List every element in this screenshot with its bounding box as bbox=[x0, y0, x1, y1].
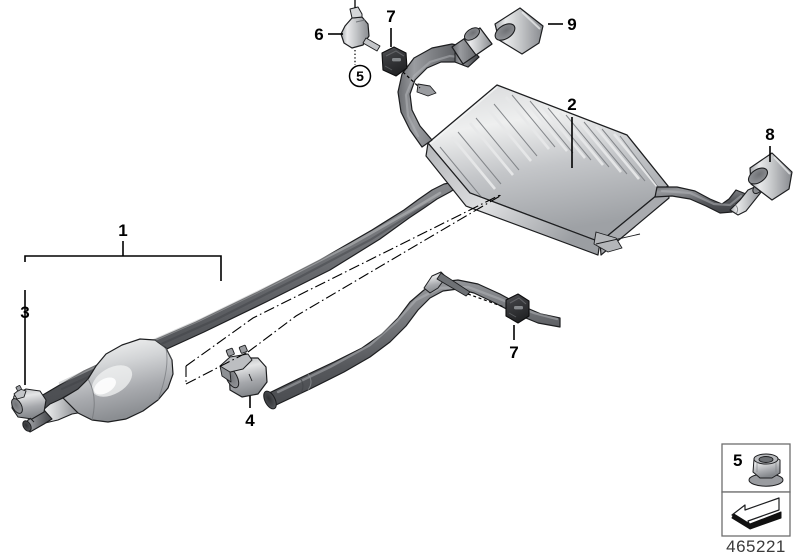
part-rear-muffler bbox=[425, 84, 670, 256]
callout-2-label: 2 bbox=[567, 95, 576, 114]
alignment-guides bbox=[185, 194, 501, 385]
front-pipe-inlet bbox=[22, 420, 32, 432]
callout-4: 4 bbox=[245, 396, 255, 430]
callout-7-lower: 7 bbox=[467, 293, 519, 362]
direction-arrow-icon bbox=[731, 497, 782, 530]
callout-1-label: 1 bbox=[118, 221, 127, 240]
callout-5-circled[interactable]: 5 bbox=[348, 50, 372, 88]
legend-item-number: 5 bbox=[733, 451, 742, 470]
callout-7-upper-label: 7 bbox=[386, 7, 395, 26]
callout-6: 6 bbox=[314, 0, 356, 44]
part-tailpipe-left bbox=[397, 27, 493, 148]
callout-2: 2 bbox=[567, 95, 577, 168]
callout-7-lower-label: 7 bbox=[509, 343, 518, 362]
part-catalytic-converter-front-pipe bbox=[22, 176, 463, 433]
callout-3: 3 bbox=[20, 290, 30, 385]
part-clamp-small bbox=[11, 385, 47, 423]
callout-9: 9 bbox=[548, 15, 577, 34]
part-center-pipe bbox=[263, 271, 561, 410]
part-rubber-mount-lower bbox=[505, 293, 530, 324]
callout-6-label: 6 bbox=[314, 25, 323, 44]
part-tailpipe-trim-right bbox=[747, 152, 793, 201]
clamp-band-bolt-1 bbox=[225, 347, 235, 357]
clamp-band-bolt-2 bbox=[238, 344, 248, 354]
flange-nut-icon bbox=[748, 453, 784, 487]
part-tailpipe-right bbox=[654, 181, 764, 216]
callout-8-label: 8 bbox=[765, 125, 774, 144]
callout-7-upper: 7 bbox=[386, 7, 421, 89]
part-clamp-band bbox=[219, 344, 268, 398]
callout-8: 8 bbox=[765, 125, 775, 162]
center-pipe-inlet bbox=[263, 390, 277, 410]
part-hanger-bracket bbox=[340, 6, 381, 52]
legend-box: 5 465221 bbox=[721, 443, 791, 556]
tailpipe-left-hanger-tab bbox=[416, 83, 437, 97]
part-tailpipe-trim-left bbox=[494, 7, 544, 55]
callout-4-label: 4 bbox=[245, 411, 255, 430]
muffler-ribs bbox=[439, 94, 661, 200]
callout-3-label: 3 bbox=[20, 303, 29, 322]
tailpipe-left-outlet bbox=[463, 27, 481, 41]
clamp-small-bolt bbox=[15, 385, 22, 392]
callout-9-label: 9 bbox=[567, 15, 576, 34]
drawing-number: 465221 bbox=[726, 537, 786, 556]
callout-5-label: 5 bbox=[356, 68, 364, 84]
callout-1: 1 bbox=[24, 221, 222, 281]
part-rubber-mount-upper bbox=[381, 46, 408, 77]
callout-5-circle bbox=[348, 64, 372, 88]
